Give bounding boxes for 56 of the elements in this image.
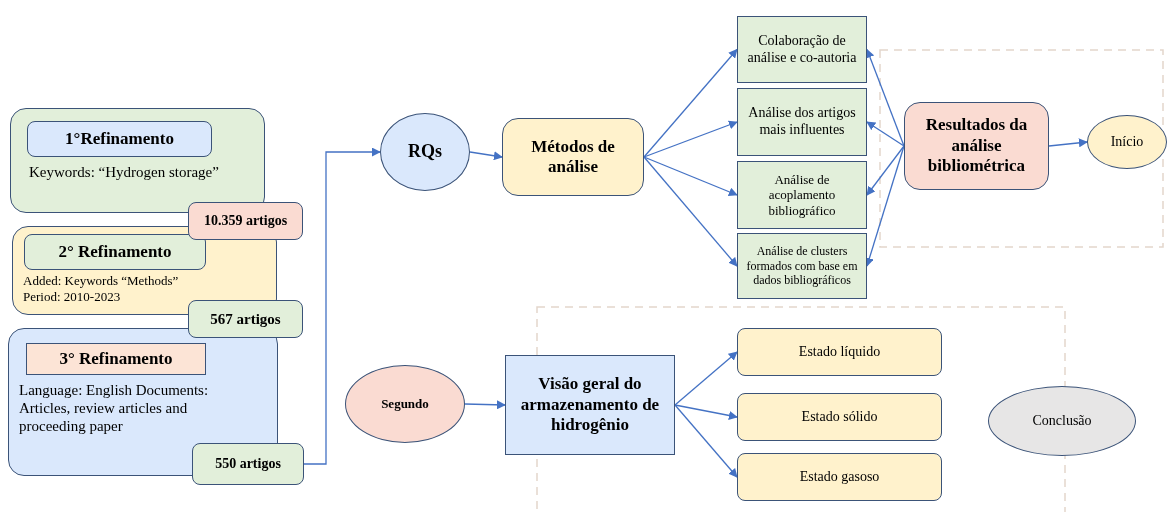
process-box — [737, 88, 867, 156]
node-label: 550 artigos — [214, 455, 282, 473]
node-label: Estado líquido — [797, 343, 882, 361]
arrow — [469, 151, 503, 161]
count-badge — [188, 300, 303, 338]
node-label: 567 artigos — [209, 310, 282, 328]
node-label: Colaboração de análise e co-autoria — [746, 32, 858, 67]
arrow — [643, 48, 738, 158]
node-label: Segundo — [380, 396, 430, 412]
heading-box — [27, 121, 212, 157]
arrow — [866, 121, 905, 147]
arrow — [674, 404, 738, 478]
arrow — [866, 145, 905, 196]
count-badge — [188, 202, 303, 240]
arrow — [674, 351, 738, 406]
node-label: Resultados da análise bibliométrica — [924, 115, 1029, 177]
arrow — [674, 404, 738, 420]
process-box — [737, 233, 867, 299]
node-label: 10.359 artigos — [202, 212, 289, 230]
node-label: Estado gasoso — [798, 468, 881, 486]
arrow — [643, 120, 738, 158]
heading-box — [24, 234, 206, 270]
arrow — [1048, 138, 1088, 148]
group-panel — [10, 108, 265, 213]
process-box — [505, 355, 675, 455]
node-label: 3° Refinamento — [58, 348, 174, 370]
node-label: Conclusão — [1031, 412, 1093, 430]
node-label: Language: English Documents: Articles, review articles and proceeding paper — [19, 381, 210, 435]
node-label: RQs — [407, 141, 443, 163]
arrow — [303, 147, 381, 465]
node-label: Added: Keywords “Methods” Period: 2010-2023 — [23, 273, 180, 305]
count-badge — [192, 443, 304, 485]
ellipse-node — [1087, 115, 1167, 169]
process-box — [737, 16, 867, 83]
node-label: 2° Refinamento — [57, 241, 173, 263]
process-box — [904, 102, 1049, 190]
process-box — [502, 118, 644, 196]
process-box — [737, 393, 942, 441]
process-box — [737, 453, 942, 501]
node-label: Keywords: “Hydrogen storage” — [29, 163, 220, 181]
node-label: Análise de clusters formados com base em dados bibliográficos — [745, 244, 859, 288]
arrow — [865, 145, 905, 267]
node-label: Início — [1109, 133, 1145, 151]
node-label: Estado sólido — [800, 408, 879, 426]
node-label: Métodos de análise — [530, 136, 616, 178]
node-label: Análise de acoplamento bibliográfico — [767, 171, 837, 219]
node-label: 1°Refinamento — [64, 128, 175, 150]
heading-box — [26, 343, 206, 375]
process-box — [737, 161, 867, 229]
arrow — [865, 48, 905, 147]
arrow — [643, 156, 738, 197]
arrow — [464, 400, 506, 410]
process-box — [737, 328, 942, 376]
node-label: Visão geral do armazenamento de hidrogênio — [519, 374, 661, 436]
arrow — [643, 156, 738, 267]
node-label: Análise dos artigos mais influentes — [747, 105, 857, 139]
